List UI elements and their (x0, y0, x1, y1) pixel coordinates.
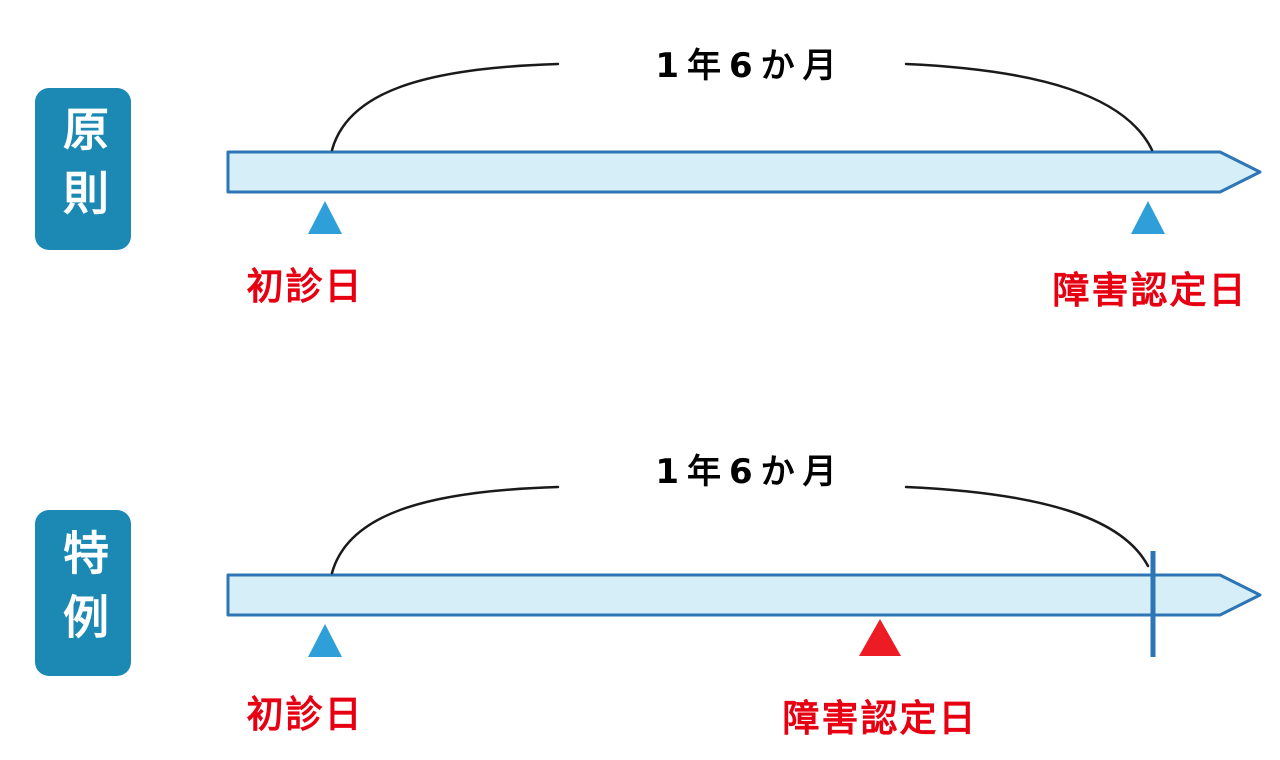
badge-exception: 特例 (35, 510, 131, 676)
first-exam-date-label: 初診日 (246, 693, 364, 736)
end-marker-triangle (1131, 201, 1165, 234)
start-marker-triangle (308, 201, 342, 234)
brace-curve-right (904, 62, 1154, 152)
timeline-arrow (226, 573, 1262, 617)
brace-curve-left (330, 62, 560, 152)
certification-date-label: 障害認定日 (1052, 269, 1248, 312)
timeline-arrow (226, 150, 1262, 194)
brace-curve-left (330, 485, 560, 575)
start-marker-triangle (308, 624, 342, 657)
timeline-exception (226, 485, 1262, 657)
certification-date-label: 障害認定日 (782, 697, 978, 740)
certification-marker-triangle (859, 619, 901, 656)
first-exam-date-label: 初診日 (246, 265, 364, 308)
timeline-principle (226, 62, 1262, 234)
duration-label: 1年6か月 (655, 452, 845, 492)
badge-principle: 原則 (35, 88, 131, 250)
brace-curve-right (904, 485, 1150, 568)
duration-label: 1年6か月 (655, 46, 845, 86)
